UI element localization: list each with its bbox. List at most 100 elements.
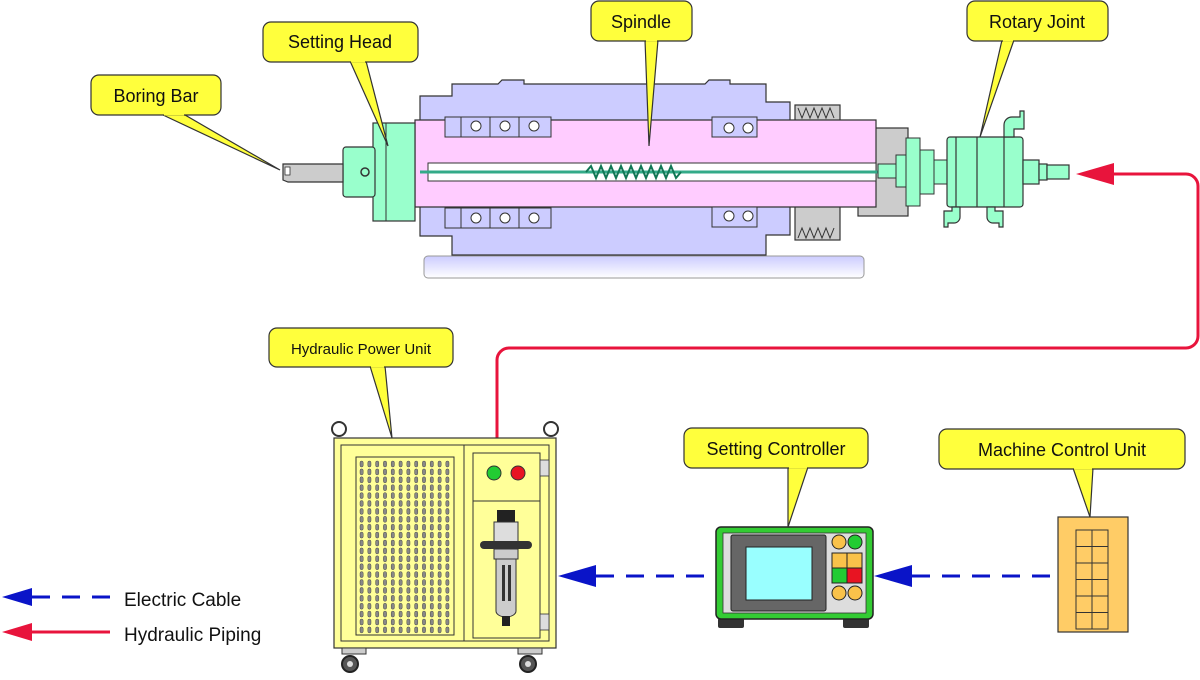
vent-hole [398,571,403,578]
vent-hole [437,626,442,634]
vent-hole [391,492,395,499]
vent-hole [391,476,395,483]
vent-hole [383,626,387,634]
vent-hole [367,618,372,626]
vent-hole [375,468,380,476]
vent-hole [383,571,387,578]
vent-hole [445,468,450,476]
vent-hole [367,516,372,523]
vent-hole [406,547,411,555]
vent-hole [414,539,419,547]
vent-hole [359,579,364,586]
vent-hole [422,539,426,547]
vent-hole [430,468,434,476]
vent-hole [359,595,364,602]
vent-hole [406,492,411,499]
vent-hole [367,563,372,570]
vent-hole [383,579,387,586]
vent-hole [375,492,380,499]
vent-hole [359,516,364,523]
vent-hole [437,492,442,499]
vent-hole [391,587,395,594]
vent-hole [367,500,372,507]
hydraulic-pipe [495,163,1200,440]
setting-controller [715,526,874,628]
rear-bearings-bottom [711,206,758,228]
vent-hole [367,492,372,499]
vent-hole [430,579,434,586]
controller-key [831,567,848,584]
vent-hole [437,539,442,547]
vent-hole [430,531,434,539]
legend-label: Electric Cable [124,590,241,611]
vent-hole [359,603,364,610]
vent-hole [375,626,380,634]
rotary-joint [943,110,1070,228]
controller-key [831,552,848,569]
vent-hole [359,547,364,555]
vent-hole [391,531,395,539]
vent-hole [414,626,419,634]
vent-hole [367,476,372,483]
vent-hole [430,618,434,626]
vent-hole [359,626,364,634]
vent-hole [445,500,450,507]
vent-hole [414,492,419,499]
vent-hole [406,555,411,562]
controller-key [846,552,863,569]
vent-hole [422,476,426,483]
vent-hole [398,587,403,594]
vent-hole [367,508,372,515]
vent-hole [430,500,434,507]
vent-hole [359,531,364,539]
vent-hole [430,571,434,578]
callout-setting-controller: Setting Controller [683,427,869,528]
vent-hole [437,516,442,523]
controller-button [847,585,863,601]
controller-buttons [831,534,863,601]
vent-hole [445,610,450,618]
vent-hole [383,618,387,626]
vent-hole [414,610,419,618]
vent-hole [437,563,442,570]
vent-hole [398,563,403,570]
vent-hole [414,563,419,570]
machine-control-unit [1057,516,1129,633]
green-lamp [486,465,502,481]
vent-hole [383,539,387,547]
vent-hole [398,618,403,626]
mcu-key [1091,595,1109,613]
door-hinge [539,613,550,631]
vent-hole [406,516,411,523]
vent-hole [445,524,450,531]
vent-hole [375,476,380,483]
vent-hole [391,579,395,586]
callout-label: Setting Head [288,32,392,52]
vent-hole [430,539,434,547]
rear-coupling [877,163,897,179]
vent-hole [383,595,387,602]
vent-hole [359,460,364,468]
vent-hole [398,460,403,468]
controller-button [847,534,863,550]
vent-hole [391,500,395,507]
vent-hole [422,468,426,476]
vent-hole [430,484,434,491]
vent-hole [414,476,419,483]
vent-hole [398,547,403,555]
vent-hole [445,476,450,483]
vent-hole [398,492,403,499]
vent-hole [430,610,434,618]
callout-rotary-joint: Rotary Joint [966,0,1109,138]
vent-hole [398,555,403,562]
vent-hole [391,524,395,531]
vent-hole [367,531,372,539]
vent-hole [359,618,364,626]
vent-hole [445,492,450,499]
vent-hole [430,547,434,555]
vent-hole [414,460,419,468]
vent-hole [414,516,419,523]
controller-key [846,567,863,584]
vent-hole [406,610,411,618]
